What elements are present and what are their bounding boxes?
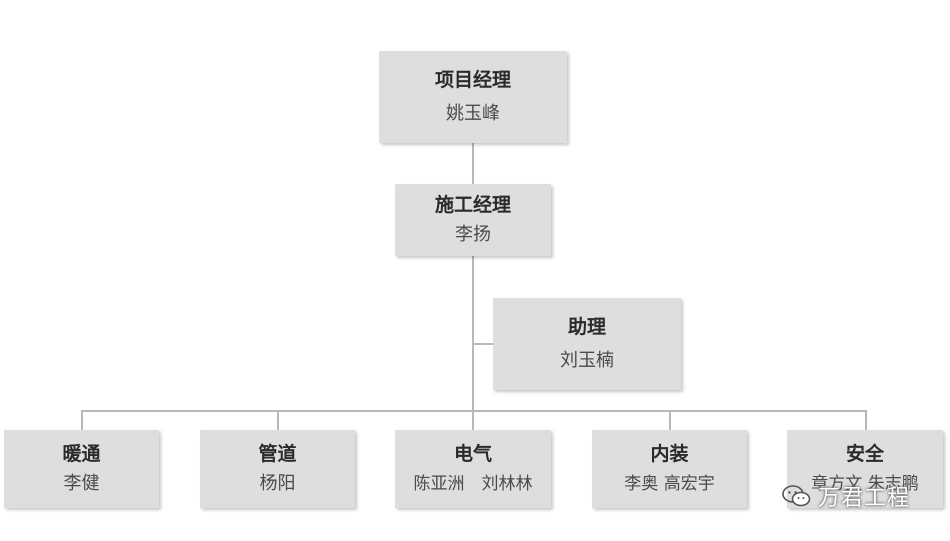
connector-department-bus: [81, 410, 867, 412]
watermark-text: 万君工程: [818, 486, 911, 511]
node-project-manager: 项目经理 姚玉峰: [379, 51, 567, 143]
node-department-safety: 安全 章方文 朱志鹏: [787, 430, 943, 508]
connector-assistant: [473, 343, 493, 345]
node-department-piping: 管道 杨阳: [200, 430, 355, 508]
node-role: 内装: [650, 443, 689, 465]
connector-dept-1: [81, 410, 83, 430]
node-role: 暖通: [62, 443, 101, 465]
node-role: 安全: [845, 443, 884, 465]
connector-dept-3: [472, 410, 474, 430]
connector-dept-2: [277, 410, 279, 430]
node-role: 管道: [258, 443, 297, 465]
connector-dept-5: [865, 410, 867, 430]
node-role: 电气: [453, 443, 492, 465]
node-department-interior: 内装 李奥 高宏宇: [592, 430, 747, 508]
node-department-electrical: 电气 陈亚洲 刘林林: [395, 430, 551, 508]
node-role: 项目经理: [434, 69, 511, 91]
node-name: 姚玉峰: [446, 103, 500, 124]
node-name: 杨阳: [259, 473, 296, 494]
node-construction-manager: 施工经理 李扬: [395, 184, 551, 256]
node-name: 章方文 朱志鹏: [811, 474, 919, 494]
node-role: 助理: [567, 316, 606, 338]
node-role: 施工经理: [434, 194, 511, 216]
node-name: 陈亚洲 刘林林: [413, 474, 533, 494]
wechat-icon: [782, 485, 811, 507]
node-name: 李扬: [455, 224, 491, 245]
node-department-hvac: 暖通 李健: [4, 430, 159, 508]
connector-trunk: [472, 256, 474, 412]
connector-dept-4: [669, 410, 671, 430]
node-name: 李奥 高宏宇: [624, 474, 715, 494]
node-name: 李健: [63, 473, 100, 494]
node-assistant: 助理 刘玉楠: [493, 298, 681, 390]
watermark: 万君工程: [782, 480, 910, 512]
connector-manager-to-construction: [472, 143, 474, 184]
node-name: 刘玉楠: [560, 350, 614, 371]
